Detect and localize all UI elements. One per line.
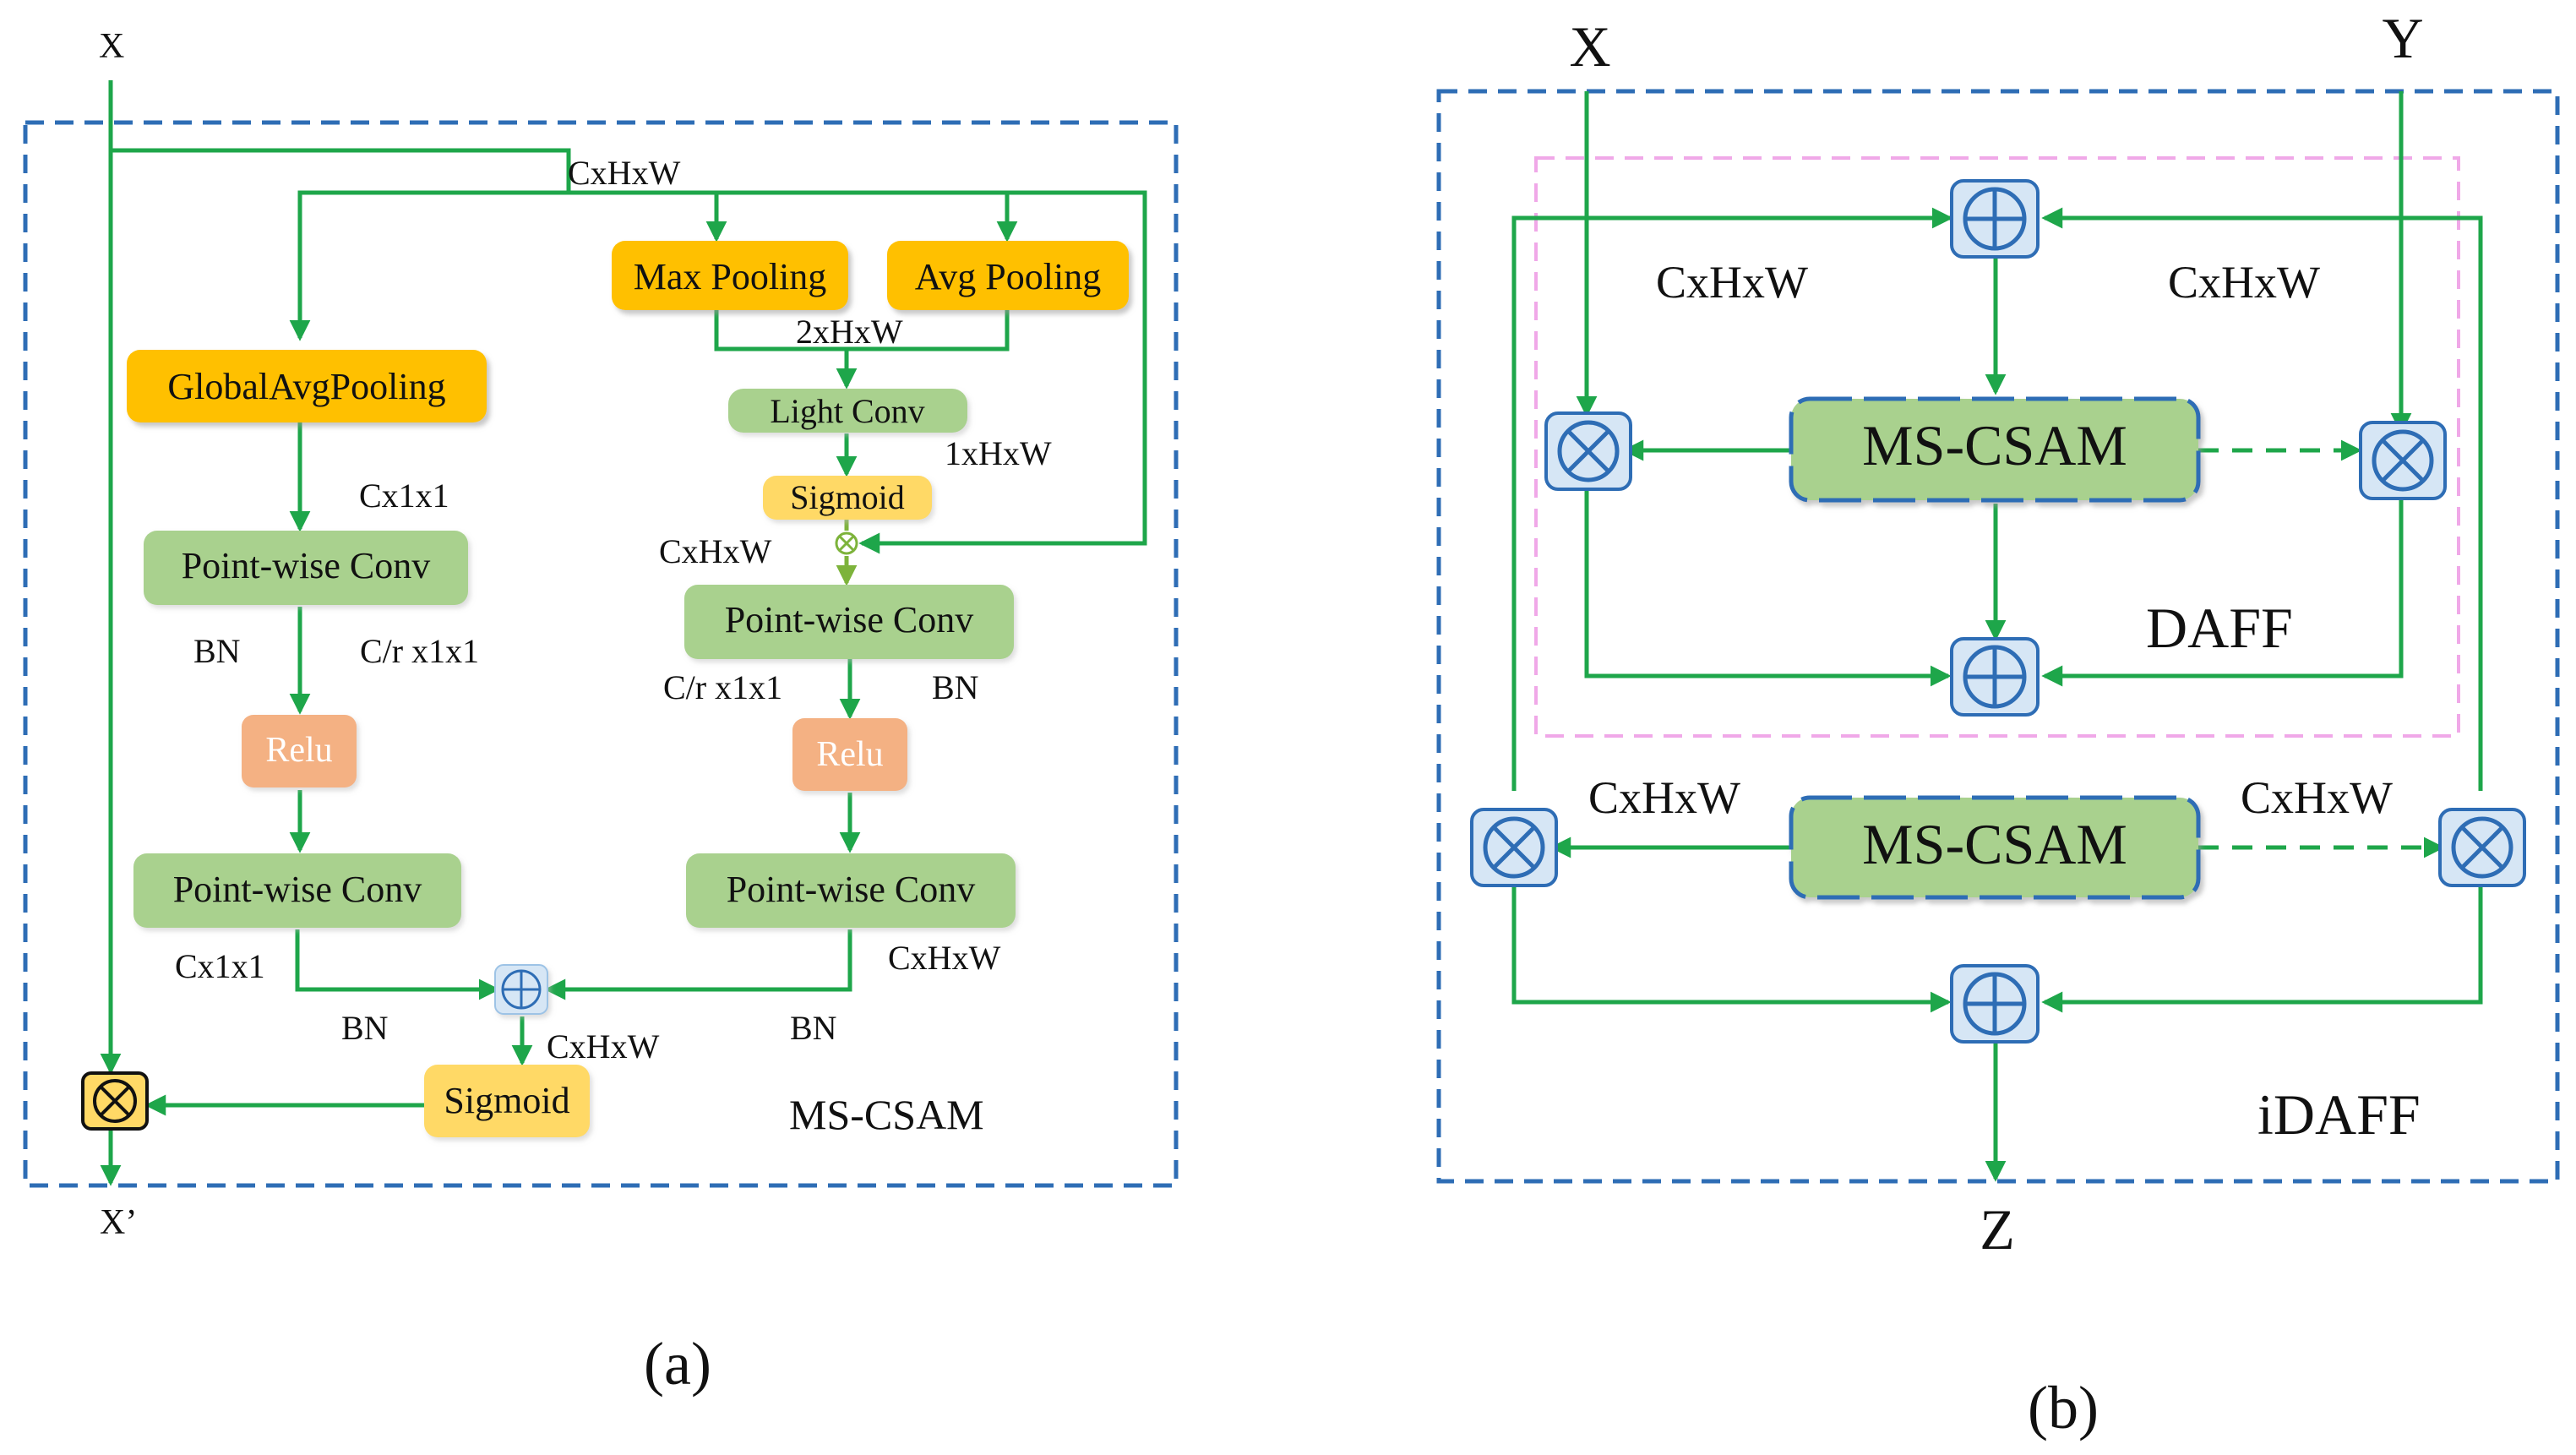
multiply-right-top-icon xyxy=(2359,421,2447,500)
panel-a: GlobalAvgPooling Max Pooling Avg Pooling… xyxy=(23,27,1179,1398)
multiply-left-top-icon xyxy=(1544,411,1632,491)
dim-1hw: 1xHxW xyxy=(945,434,1052,472)
panel-b-dim-bottom-left: CxHxW xyxy=(1588,772,1740,823)
avg-pooling-label: Avg Pooling xyxy=(915,256,1101,297)
panel-b-inner-name: DAFF xyxy=(2146,596,2293,660)
panel-b-input-y: Y xyxy=(2382,6,2423,70)
relu-left-label: Relu xyxy=(265,731,332,770)
avg-pooling-block: Avg Pooling xyxy=(887,241,1129,310)
panel-b-dim-bottom-right: CxHxW xyxy=(2241,772,2393,823)
panel-b-connectors xyxy=(1511,91,2483,1182)
multiply-right-bottom-icon xyxy=(2438,808,2526,887)
dim-bn-bottom-right: BN xyxy=(790,1009,837,1047)
dim-c11-bottom: Cx1x1 xyxy=(175,947,265,985)
panel-a-frame xyxy=(23,120,1179,1188)
dim-2hw: 2xHxW xyxy=(796,313,903,351)
add-mid-icon xyxy=(1950,637,2040,717)
multiply-small-icon xyxy=(835,531,858,555)
dim-bn-bottom-left: BN xyxy=(341,1009,389,1047)
panel-a-output-label: X’ xyxy=(100,1203,137,1242)
panel-b-outer-name: iDAFF xyxy=(2257,1082,2421,1147)
panel-a-caption: (a) xyxy=(644,1330,711,1398)
panel-b-input-x: X xyxy=(1569,14,1610,79)
dim-top: CxHxW xyxy=(568,154,681,192)
ms-csam-bottom-label: MS-CSAM xyxy=(1862,812,2127,876)
panel-a-connectors xyxy=(100,80,1147,1186)
dim-c11: Cx1x1 xyxy=(359,477,449,515)
dim-cr-right: C/r x1x1 xyxy=(663,668,782,706)
panel-b-daff-frame xyxy=(1534,156,2460,738)
relu-right-block: Relu xyxy=(792,718,907,791)
global-avg-pooling-block: GlobalAvgPooling xyxy=(127,350,487,422)
panel-a-input-label: X xyxy=(99,27,124,66)
dim-cxhxw-right: CxHxW xyxy=(888,939,1001,977)
ms-csam-top-label: MS-CSAM xyxy=(1862,413,2127,477)
relu-left-block: Relu xyxy=(242,715,357,787)
pw-conv-right-2-block: Point-wise Conv xyxy=(686,853,1016,928)
ms-csam-bottom-block: MS-CSAM xyxy=(1789,795,2201,900)
panel-b-dim-top-right: CxHxW xyxy=(2168,257,2320,308)
panel-b-caption: (b) xyxy=(2028,1374,2099,1441)
sigmoid-small-block: Sigmoid xyxy=(763,476,932,520)
add-small-icon xyxy=(494,964,548,1015)
light-conv-label: Light Conv xyxy=(770,392,924,430)
dim-cxhxw-mid: CxHxW xyxy=(659,532,772,570)
light-conv-block: Light Conv xyxy=(728,389,967,433)
pw-conv-right-1-block: Point-wise Conv xyxy=(684,585,1014,659)
pw-conv-left-2-block: Point-wise Conv xyxy=(133,853,461,928)
pw-conv-left-1-label: Point-wise Conv xyxy=(182,545,431,586)
panel-b-output-z: Z xyxy=(1980,1197,2015,1262)
panel-a-module-name: MS-CSAM xyxy=(789,1091,984,1138)
dim-bn-right: BN xyxy=(932,668,979,706)
pw-conv-right-1-label: Point-wise Conv xyxy=(725,599,974,640)
sigmoid-final-label: Sigmoid xyxy=(444,1080,569,1121)
multiply-output-icon xyxy=(81,1071,149,1131)
dim-cr-left: C/r x1x1 xyxy=(360,632,479,670)
multiply-left-bottom-icon xyxy=(1470,808,1558,887)
dim-cxhxw-sigmoid: CxHxW xyxy=(547,1027,660,1065)
panel-b: MS-CSAM MS-CSAM xyxy=(1436,6,2560,1441)
pw-conv-left-1-block: Point-wise Conv xyxy=(144,531,468,605)
add-top-icon xyxy=(1950,179,2040,259)
ms-csam-top-block: MS-CSAM xyxy=(1789,396,2201,503)
panel-b-dim-top-left: CxHxW xyxy=(1656,257,1808,308)
max-pooling-block: Max Pooling xyxy=(612,241,848,310)
pw-conv-right-2-label: Point-wise Conv xyxy=(727,869,976,910)
sigmoid-small-label: Sigmoid xyxy=(790,478,905,516)
global-avg-pooling-label: GlobalAvgPooling xyxy=(167,366,445,407)
relu-right-label: Relu xyxy=(816,735,883,774)
add-bottom-icon xyxy=(1950,964,2040,1044)
max-pooling-label: Max Pooling xyxy=(634,256,827,297)
sigmoid-final-block: Sigmoid xyxy=(424,1065,590,1137)
pw-conv-left-2-label: Point-wise Conv xyxy=(173,869,422,910)
dim-bn-left: BN xyxy=(193,632,241,670)
